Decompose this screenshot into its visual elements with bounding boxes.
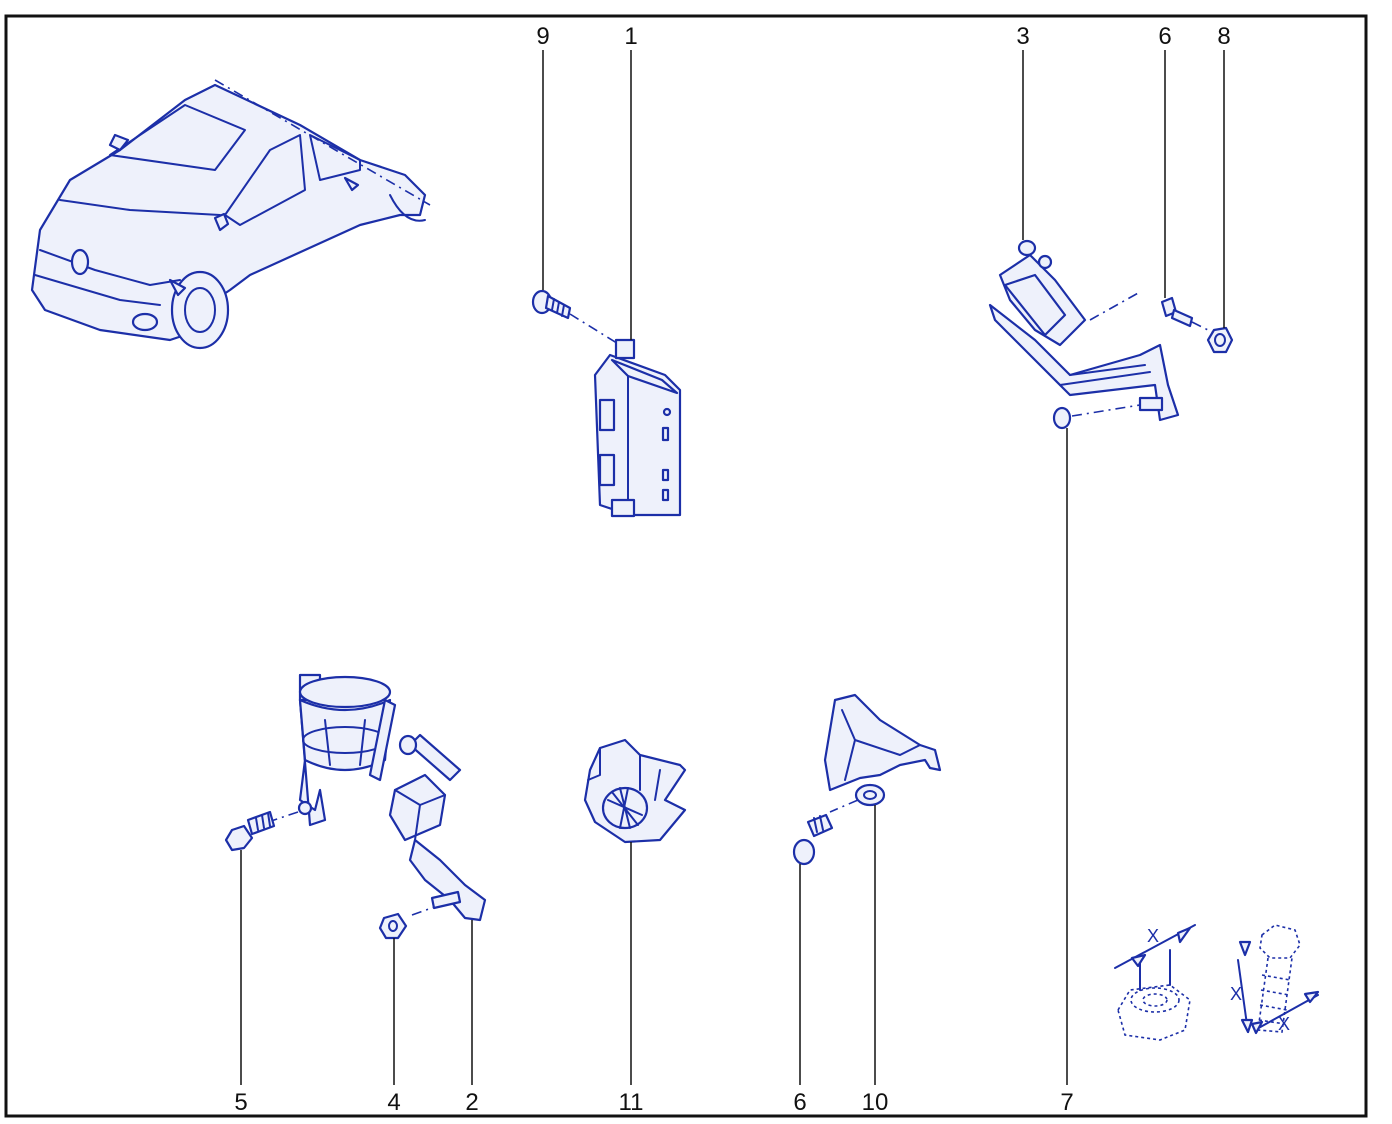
callout-5-bottom: 5 xyxy=(234,1089,247,1116)
bracket-part-2-assembly xyxy=(224,673,487,940)
callout-8-top: 8 xyxy=(1217,23,1230,50)
bracket-part-10-assembly xyxy=(792,693,942,866)
screw-part-9 xyxy=(531,289,621,346)
callout-numbers: 9 1 3 6 8 5 4 2 11 6 10 7 xyxy=(234,23,1230,1116)
bolt-length-symbol: X xyxy=(1230,984,1242,1004)
car-illustration xyxy=(30,79,431,350)
callout-6-bottom: 6 xyxy=(793,1089,806,1116)
callout-10-bottom: 10 xyxy=(862,1089,889,1116)
callout-11-bottom: 11 xyxy=(619,1089,644,1116)
callout-3-top: 3 xyxy=(1016,23,1029,50)
sensor-part-3-assembly xyxy=(988,239,1234,430)
callout-9-top: 9 xyxy=(536,23,549,50)
bolt-width-symbol: X xyxy=(1278,1014,1290,1034)
leader-lines xyxy=(240,50,1225,1085)
control-unit-part-1 xyxy=(593,338,682,518)
clip-part-11 xyxy=(583,738,687,844)
callout-7-bottom: 7 xyxy=(1060,1089,1073,1116)
callout-6-top: 6 xyxy=(1158,23,1171,50)
callout-2-bottom: 2 xyxy=(465,1089,478,1116)
callout-4-bottom: 4 xyxy=(387,1089,400,1116)
nut-dimension-pictogram: X xyxy=(1114,924,1196,1041)
bolt-dimension-pictogram: X X xyxy=(1230,924,1320,1035)
callout-1-top: 1 xyxy=(624,23,637,50)
nut-width-symbol: X xyxy=(1147,926,1159,946)
diagram-frame xyxy=(4,14,1368,1118)
